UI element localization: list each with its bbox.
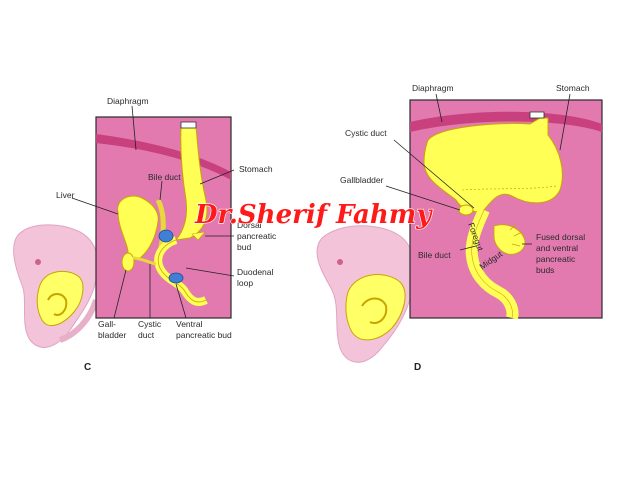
gallbladder-d xyxy=(458,204,474,216)
gallbladder-c xyxy=(121,252,135,272)
label-ventral-pancreatic-2: pancreatic bud xyxy=(176,330,232,340)
diaphragm-d xyxy=(410,111,602,132)
label-dorsal-pancreatic-2: pancreatic xyxy=(237,231,277,241)
dorsal-pancreatic-bud-c xyxy=(158,229,174,243)
label-duodenal-loop-1: Duodenal xyxy=(237,267,274,277)
label-gallbladder-d: Gallbladder xyxy=(340,175,384,185)
stomach-c xyxy=(174,125,208,241)
embryo-d xyxy=(316,225,416,363)
label-diaphragm-d: Diaphragm xyxy=(412,83,454,93)
liver-c xyxy=(117,195,159,261)
label-fused-4: buds xyxy=(536,265,554,275)
label-stomach-d: Stomach xyxy=(556,83,590,93)
label-bile-duct-d: Bile duct xyxy=(418,250,451,260)
label-bile-duct-c: Bile duct xyxy=(148,172,181,182)
embryo-c xyxy=(13,224,99,348)
label-fused-2: and ventral xyxy=(536,243,578,253)
label-cystic-duct-1-c: Cystic xyxy=(138,319,162,329)
panel-c: Diaphragm Bile duct Stomach Liver Dorsal… xyxy=(13,96,277,373)
ventral-pancreatic-bud-c xyxy=(168,272,184,284)
label-liver-c: Liver xyxy=(56,190,75,200)
label-cystic-duct-d: Cystic duct xyxy=(345,128,387,138)
label-diaphragm-c: Diaphragm xyxy=(107,96,149,106)
label-fused-1: Fused dorsal xyxy=(536,232,585,242)
label-ventral-pancreatic-1: Ventral xyxy=(176,319,203,329)
label-dorsal-pancreatic-1: Dorsal xyxy=(237,220,262,230)
label-gallbladder-1: Gall- xyxy=(98,319,116,329)
label-cystic-duct-2-c: duct xyxy=(138,330,155,340)
label-gallbladder-2: bladder xyxy=(98,330,127,340)
diaphragm-c xyxy=(96,134,231,180)
label-stomach-c: Stomach xyxy=(239,164,273,174)
label-duodenal-loop-2: loop xyxy=(237,278,253,288)
panel-letter-d: D xyxy=(414,362,421,373)
panel-d: Diaphragm Stomach Cystic duct Gallbladde… xyxy=(316,83,603,373)
panel-letter-c: C xyxy=(84,362,91,373)
label-fused-3: pancreatic xyxy=(536,254,576,264)
label-dorsal-pancreatic-3: bud xyxy=(237,242,251,252)
watermark-text: Dr.Sherif Fahmy xyxy=(194,200,433,230)
